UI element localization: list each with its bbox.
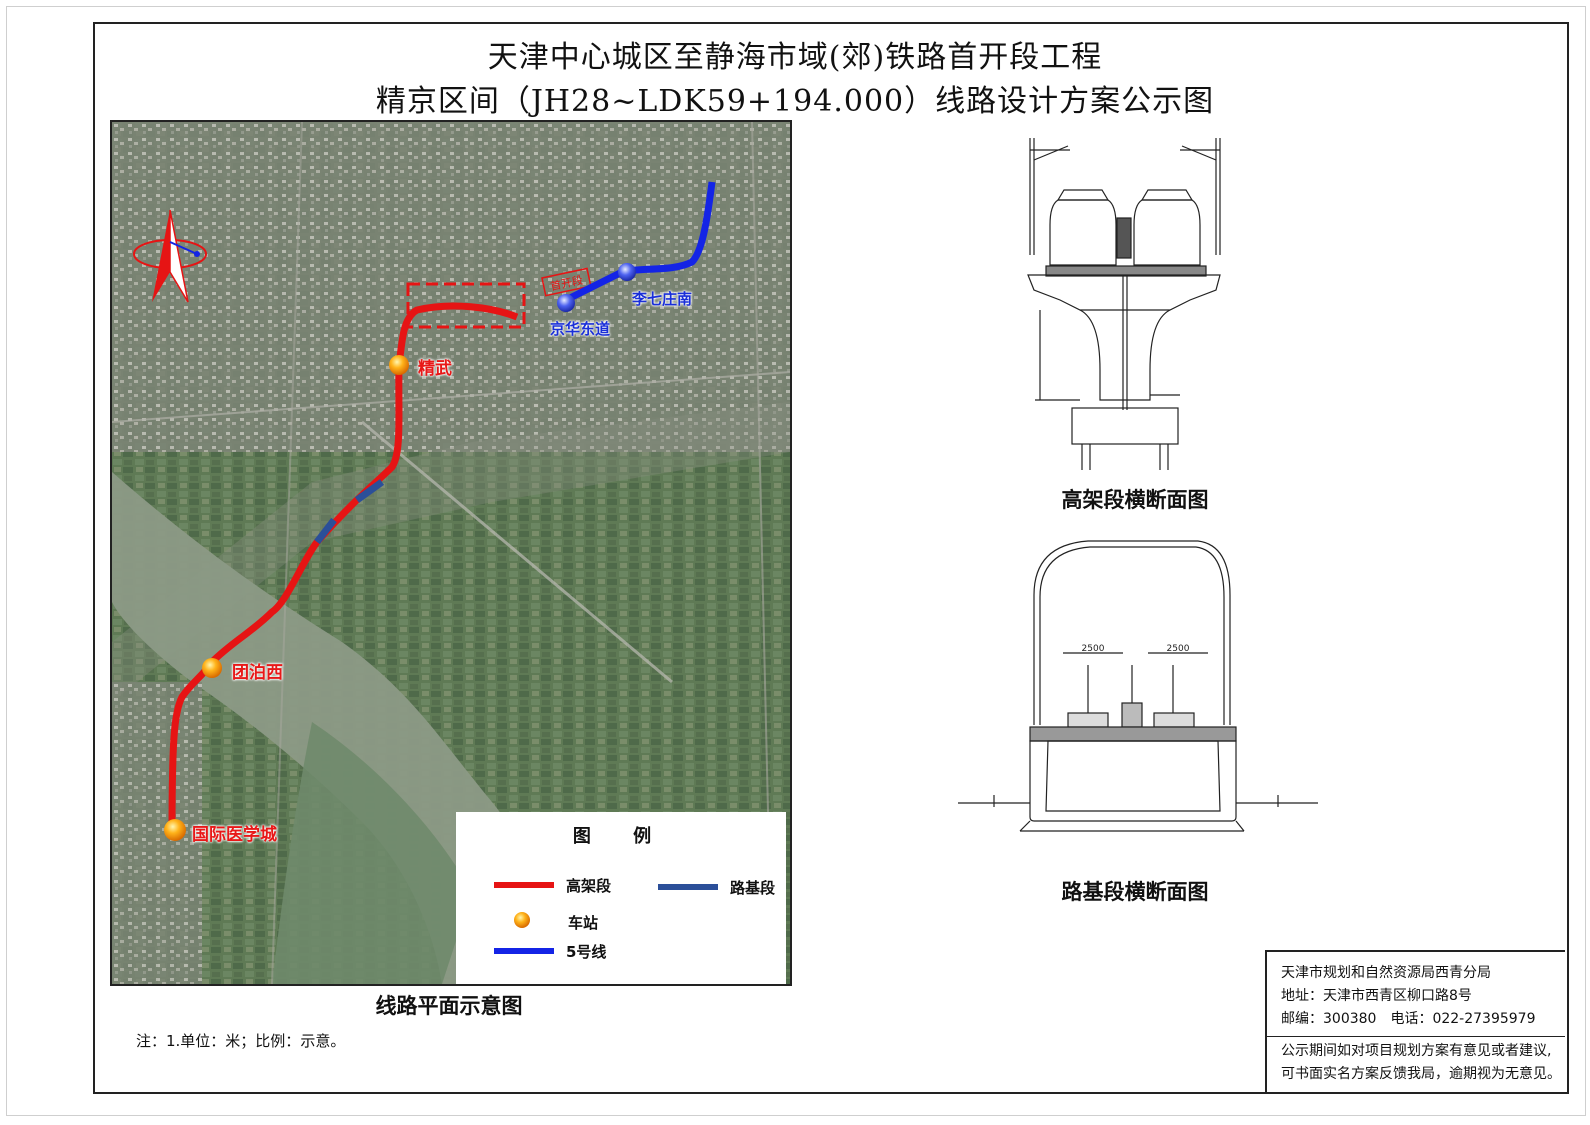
route-plan-map: 首开段 精武 团泊西 国际医学城 京华东道 李七庄南 [110, 120, 792, 986]
station-jinghua-icon [557, 294, 575, 312]
satellite-map: 首开段 [112, 122, 790, 984]
info-notice-1: 公示期间如对项目规划方案有意见或者建议, [1281, 1043, 1552, 1059]
outer-border [6, 6, 1586, 1116]
subgrade-segment-1 [354, 479, 385, 503]
legend-elevated-label: 高架段 [566, 877, 612, 895]
info-box: 天津市规划和自然资源局西青分局 地址：天津市西青区柳口路8号 邮编：300380… [1265, 950, 1565, 1092]
map-caption: 线路平面示意图 [375, 994, 523, 1018]
first-section-box [406, 282, 526, 329]
station-label-liqizhuang: 李七庄南 [632, 290, 693, 308]
station-label-jingwu: 精武 [418, 359, 452, 379]
station-jingwu-icon [389, 355, 409, 375]
station-label-jinghua: 京华东道 [550, 320, 611, 338]
info-contact: 邮编：300380 电话：022-27395979 [1281, 1011, 1536, 1027]
title-line2: 精京区间（JH28~LDK59+194.000）线路设计方案公示图 [375, 84, 1215, 119]
elevated-cross-section [1027, 138, 1221, 470]
legend-title: 图 例 [572, 826, 670, 847]
legend-line5-label: 5号线 [566, 943, 607, 961]
info-separator [1267, 1036, 1565, 1037]
first-section-tag: 首开段 [541, 267, 592, 297]
dim-right: 2500 [1167, 644, 1190, 654]
elevated-caption: 高架段横断面图 [1061, 488, 1209, 512]
station-label-yixuecheng: 国际医学城 [192, 825, 277, 845]
subgrade-segment-2 [314, 517, 337, 545]
station-tuanboxi-icon [202, 658, 222, 678]
legend-station-icon [514, 912, 530, 928]
dim-left: 2500 [1082, 644, 1105, 654]
first-section-tag-text: 首开段 [549, 273, 584, 294]
subgrade-cross-section: 2500 2500 [958, 540, 1318, 832]
station-label-tuanboxi: 团泊西 [232, 663, 283, 683]
map-legend: 图 例 高架段 路基段 车站 5号线 [456, 812, 786, 984]
title-line1: 天津中心城区至静海市域(郊)铁路首开段工程 [487, 40, 1103, 75]
line5-route [560, 181, 716, 306]
info-org: 天津市规划和自然资源局西青分局 [1281, 965, 1491, 981]
legend-subgrade-label: 路基段 [730, 879, 776, 897]
info-address: 地址：天津市西青区柳口路8号 [1281, 988, 1472, 1004]
note-text: 注：1.单位：米；比例：示意。 [136, 1032, 346, 1050]
north-arrow-icon [133, 209, 207, 303]
info-notice-2: 可书面实名方案反馈我局，逾期视为无意见。 [1281, 1066, 1561, 1082]
legend-subgrade-swatch [658, 884, 718, 890]
station-yixuecheng-icon [164, 819, 186, 841]
station-liqizhuang-icon [618, 263, 636, 281]
subgrade-caption: 路基段横断面图 [1061, 880, 1209, 904]
legend-line5-swatch [494, 948, 554, 954]
drawing-frame [93, 22, 1569, 1094]
legend-station-label: 车站 [568, 914, 599, 932]
legend-elevated-swatch [494, 882, 554, 888]
